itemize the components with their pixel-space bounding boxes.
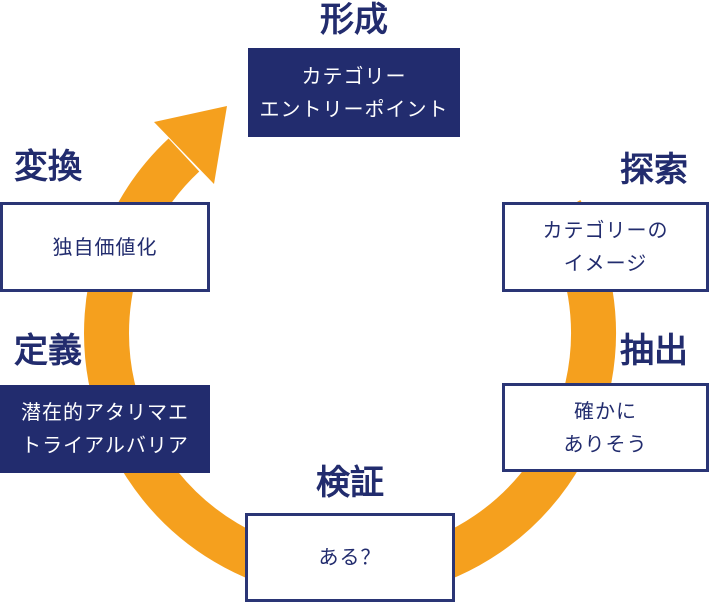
box-text-line: トライアルバリア [21,433,189,457]
box-text-line: エントリーポイント [259,96,449,121]
stage-box-verification: ある？ [245,513,455,602]
stage-label-definition: 定義 [14,331,82,371]
arrow-head-icon [154,106,227,184]
box-text-line: イメージ [563,251,648,275]
box-text-line: カテゴリーの [542,218,669,242]
box-text-line: 潜在的アタリマエ [21,400,189,424]
stage-box-extraction: 確かに ありそう [502,383,709,472]
stage-box-exploration: カテゴリーの イメージ [502,202,709,292]
stage-label-verification: 検証 [316,463,384,503]
box-text-line: 確かに [574,398,637,423]
box-text-line: ありそう [563,431,648,456]
box-text-line: ある？ [318,545,382,569]
stage-box-conversion: 独自価値化 [0,202,210,292]
stage-label-conversion: 変換 [14,147,82,187]
stage-box-definition: 潜在的アタリマエ トライアルバリア [0,385,210,473]
stage-label-exploration: 探索 [620,150,688,190]
stage-label-extraction: 抽出 [620,331,688,371]
box-text-line: 独自価値化 [52,234,158,259]
stage-box-formation: カテゴリー エントリーポイント [248,48,460,137]
stage-label-formation: 形成 [320,0,388,40]
box-text-line: カテゴリー [301,63,407,88]
